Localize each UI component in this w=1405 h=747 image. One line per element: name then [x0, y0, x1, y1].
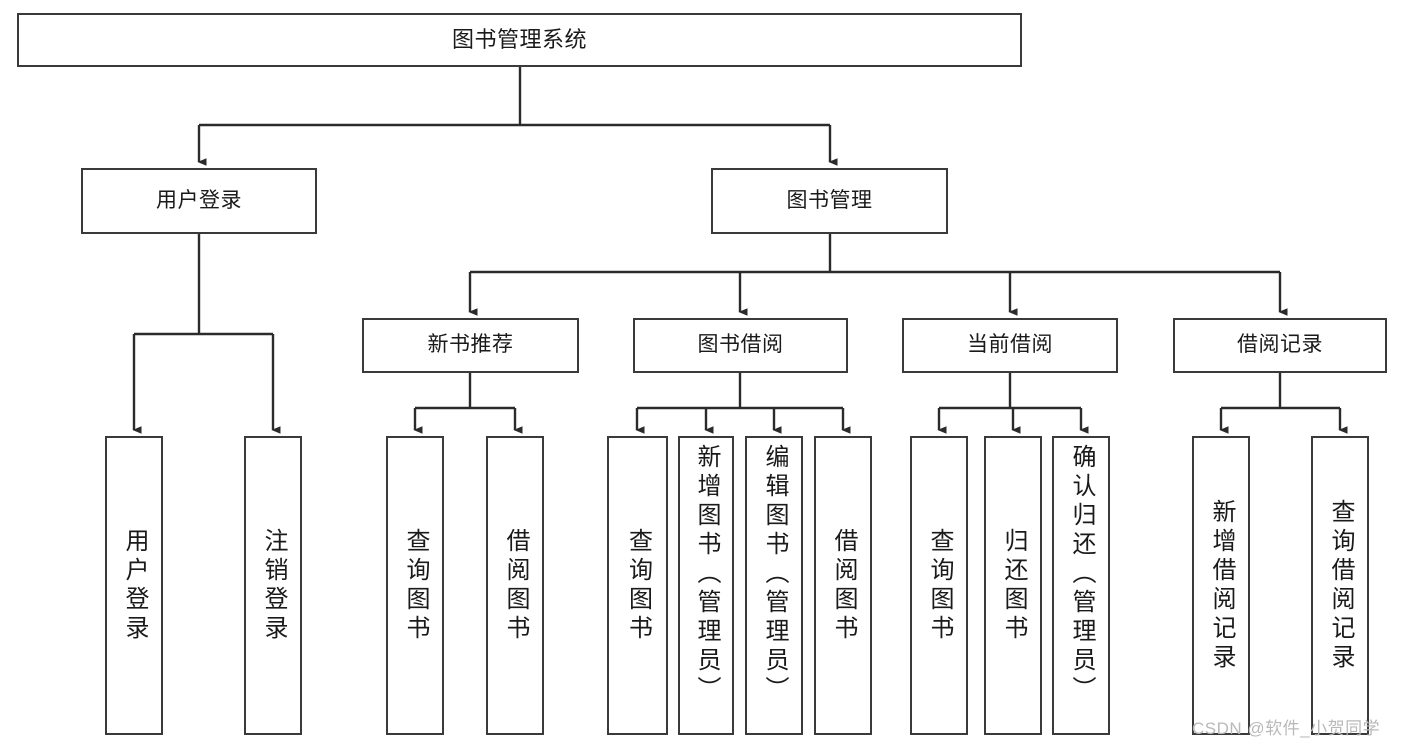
node-user-login[interactable]: 用户登录 [81, 168, 317, 234]
node-label: 查询图书 [624, 527, 652, 644]
node-label: 注销登录 [260, 527, 287, 644]
node-label: 借阅记录 [1237, 333, 1323, 357]
leaf-query-book-current[interactable]: 查询图书 [910, 436, 968, 735]
node-label: 新增借阅记录 [1208, 498, 1235, 673]
node-current-borrow[interactable]: 当前借阅 [902, 318, 1118, 373]
node-label: 用户登录 [156, 188, 242, 212]
node-label: 图书管理 [786, 188, 873, 212]
node-label: 新书推荐 [427, 333, 514, 357]
node-new-book-recommend[interactable]: 新书推荐 [362, 318, 579, 373]
leaf-borrow-book-recommend[interactable]: 借阅图书 [486, 436, 544, 735]
node-label: 借阅图书 [502, 527, 529, 644]
node-label: 查询图书 [926, 527, 953, 644]
leaf-query-book-borrow[interactable]: 查询图书 [607, 436, 668, 735]
csdn-watermark: CSDN @软件_小贺同学 [1192, 719, 1381, 738]
node-label: 查询借阅记录 [1327, 498, 1354, 673]
leaf-user-logout[interactable]: 注销登录 [244, 436, 302, 735]
node-label: 当前借阅 [967, 333, 1053, 357]
node-root-system[interactable]: 图书管理系统 [17, 13, 1022, 67]
leaf-add-borrow-record[interactable]: 新增借阅记录 [1192, 436, 1250, 735]
leaf-return-book[interactable]: 归还图书 [984, 436, 1042, 735]
leaf-edit-book-admin[interactable]: 编辑图书（管理员） [745, 436, 803, 735]
node-book-borrow[interactable]: 图书借阅 [633, 318, 848, 373]
leaf-query-book-recommend[interactable]: 查询图书 [386, 436, 444, 735]
node-borrow-record[interactable]: 借阅记录 [1173, 318, 1387, 373]
node-label: 图书管理系统 [451, 27, 587, 53]
node-label: 查询图书 [402, 527, 429, 644]
leaf-query-borrow-record[interactable]: 查询借阅记录 [1311, 436, 1369, 735]
leaf-confirm-return-admin[interactable]: 确认归还（管理员） [1052, 436, 1110, 735]
node-label: 图书借阅 [697, 333, 784, 357]
node-label: 确认归还（管理员） [1068, 444, 1095, 705]
leaf-user-login[interactable]: 用户登录 [105, 436, 163, 735]
leaf-add-book-admin[interactable]: 新增图书（管理员） [678, 436, 734, 735]
node-label: 借阅图书 [830, 527, 857, 644]
leaf-borrow-book[interactable]: 借阅图书 [814, 436, 872, 735]
node-label: 新增图书（管理员） [693, 444, 720, 705]
node-label: 编辑图书（管理员） [761, 444, 788, 705]
node-book-management[interactable]: 图书管理 [711, 168, 948, 234]
node-label: 归还图书 [1000, 527, 1027, 644]
node-label: 用户登录 [121, 527, 148, 644]
